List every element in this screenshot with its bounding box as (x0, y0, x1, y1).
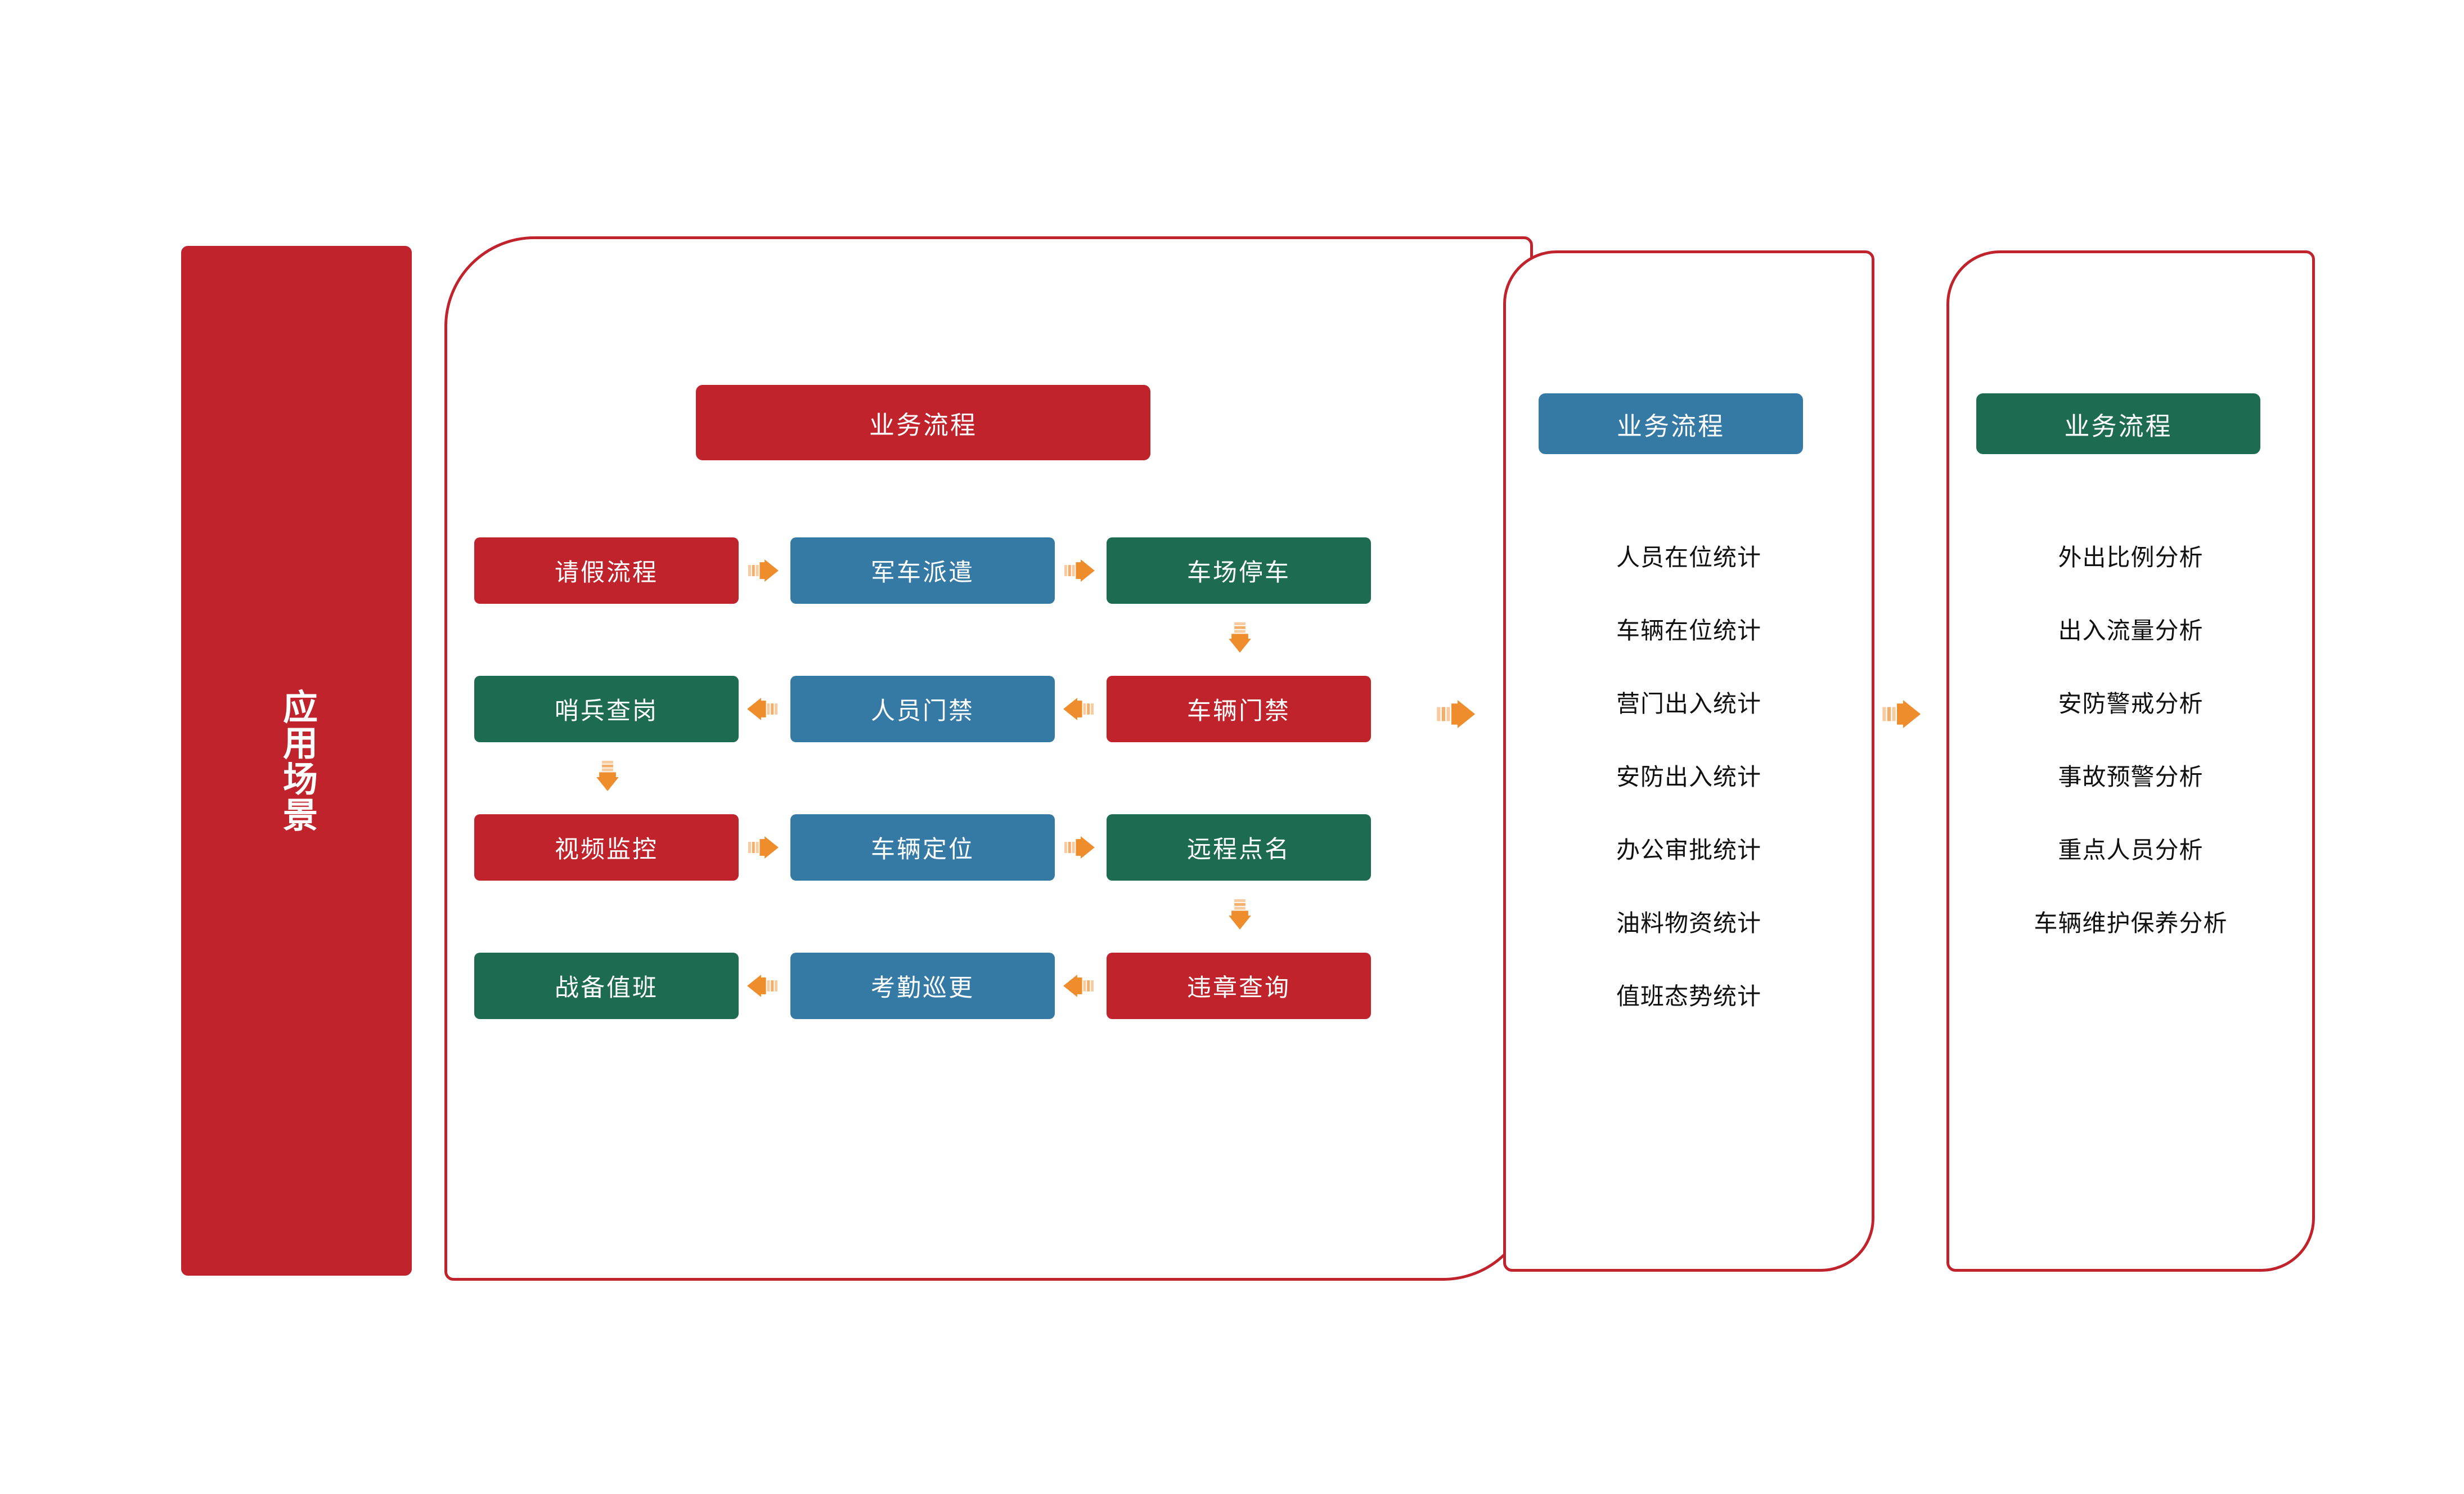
process-node[interactable]: 哨兵查岗 (474, 676, 739, 742)
statistics-list-item: 营门出入统计 (1616, 690, 1761, 717)
arrow-right-striped-icon (1062, 830, 1096, 865)
process-node[interactable]: 远程点名 (1107, 814, 1371, 881)
statistics-list-item: 办公审批统计 (1616, 837, 1761, 863)
process-node[interactable]: 车辆门禁 (1107, 676, 1371, 742)
process-node[interactable]: 车场停车 (1107, 537, 1371, 604)
arrow-down-striped-icon (590, 758, 625, 793)
process-node-label: 车辆定位 (871, 836, 974, 863)
arrow-right-striped-icon (1433, 692, 1477, 736)
arrow-right-striped-icon (745, 553, 780, 588)
application-scenario-label: 应用场景 (277, 689, 317, 833)
process-node-label: 军车派遣 (871, 559, 974, 586)
statistics-list-item: 人员在位统计 (1616, 544, 1761, 571)
arrow-left-striped-icon (1062, 692, 1096, 726)
process-node-label: 哨兵查岗 (555, 698, 658, 725)
process-node[interactable]: 军车派遣 (790, 537, 1055, 604)
process-node-label: 视频监控 (555, 836, 658, 863)
application-scenario-banner: 应用场景 (181, 246, 412, 1276)
arrow-left-striped-icon (745, 968, 780, 1003)
process-node-label: 战备值班 (555, 975, 658, 1002)
analysis-list-item: 车辆维护保养分析 (2034, 910, 2228, 936)
arrow-left-striped-icon (745, 692, 780, 726)
process-node-label: 人员门禁 (871, 698, 974, 725)
process-node-label: 远程点名 (1187, 836, 1291, 863)
process-node[interactable]: 考勤巡更 (790, 953, 1055, 1019)
statistics-list: 人员在位统计车辆在位统计营门出入统计安防出入统计办公审批统计油料物资统计值班态势… (1503, 546, 1874, 1008)
arrow-left-striped-icon (1062, 968, 1096, 1003)
arrow-down-striped-icon (1222, 620, 1257, 654)
process-node[interactable]: 战备值班 (474, 953, 739, 1019)
statistics-list-item: 油料物资统计 (1616, 910, 1761, 936)
statistics-list-item: 值班态势统计 (1616, 983, 1761, 1010)
process-node[interactable]: 请假流程 (474, 537, 739, 604)
analysis-list-item: 事故预警分析 (2058, 764, 2204, 790)
process-node[interactable]: 人员门禁 (790, 676, 1055, 742)
process-node[interactable]: 视频监控 (474, 814, 739, 881)
process-node-label: 考勤巡更 (871, 975, 974, 1002)
analysis-list-item: 出入流量分析 (2058, 617, 2204, 644)
analysis-list-item: 安防警戒分析 (2058, 690, 2204, 717)
analysis-list: 外出比例分析出入流量分析安防警戒分析事故预警分析重点人员分析车辆维护保养分析 (1946, 546, 2315, 935)
statistics-list-item: 安防出入统计 (1616, 764, 1761, 790)
process-node-label: 车辆门禁 (1187, 698, 1291, 725)
process-node[interactable]: 车辆定位 (790, 814, 1055, 881)
arrow-right-striped-icon (1879, 692, 1923, 736)
arrow-right-striped-icon (745, 830, 780, 865)
process-node-label: 请假流程 (555, 559, 658, 586)
analysis-list-item: 重点人员分析 (2058, 837, 2204, 863)
arrow-right-striped-icon (1062, 553, 1096, 588)
analysis-panel-header: 业务流程 (1976, 393, 2260, 454)
arrow-down-striped-icon (1222, 896, 1257, 931)
process-node-label: 车场停车 (1187, 559, 1291, 586)
process-node[interactable]: 违章查询 (1107, 953, 1371, 1019)
process-node-label: 违章查询 (1187, 975, 1291, 1002)
process-panel-header: 业务流程 (696, 385, 1150, 460)
statistics-panel-header: 业务流程 (1539, 393, 1803, 454)
statistics-list-item: 车辆在位统计 (1616, 617, 1761, 644)
analysis-list-item: 外出比例分析 (2058, 544, 2204, 571)
